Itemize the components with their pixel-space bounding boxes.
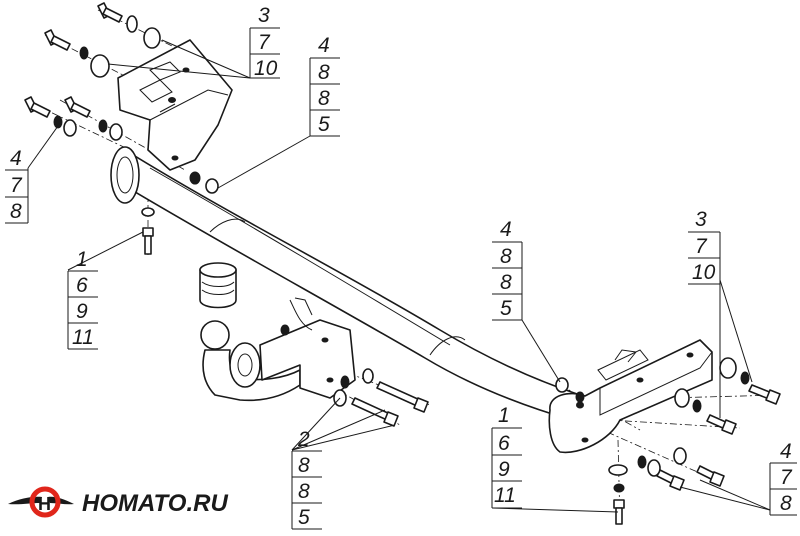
callout-c9: 4 7 8 (769, 440, 797, 516)
callout-c8-n1: 6 (498, 432, 510, 455)
callout-c9-n0: 4 (780, 440, 792, 463)
callout-c8-n0: 1 (498, 404, 510, 427)
callout-c3: 4 7 8 (5, 147, 29, 224)
logo-ring (29, 486, 61, 518)
callout-c7-n0: 2 (297, 428, 310, 451)
callout-c2-n1: 8 (318, 61, 330, 84)
bolt-right-3 (696, 465, 725, 487)
callout-c8-n2: 9 (498, 458, 510, 481)
callout-c5-n1: 8 (500, 245, 512, 268)
callout-c4-n1: 6 (76, 274, 88, 297)
bolt-left-vertical (142, 227, 154, 255)
callout-c7-n1: 8 (298, 454, 310, 477)
callout-c2-n0: 4 (318, 34, 330, 57)
callout-c3-n0: 4 (10, 147, 22, 170)
callout-c2-n3: 5 (318, 113, 330, 136)
callout-c5: 4 8 8 5 (492, 218, 523, 321)
callout-c6-n1: 7 (695, 235, 708, 258)
callout-c8-n3: 11 (494, 484, 516, 507)
left-bracket (110, 39, 233, 204)
callout-c6-n2: 10 (692, 261, 716, 284)
callout-c2-n2: 8 (318, 87, 330, 110)
callout-c7: 2 8 8 5 (291, 428, 322, 530)
callout-c4-n3: 11 (72, 326, 94, 349)
tow-ball-arm (199, 262, 356, 402)
bolt-right-2 (706, 414, 737, 435)
callout-c7-n3: 5 (298, 506, 310, 529)
logo-right-wing (48, 496, 74, 505)
logo-mark: H (38, 494, 51, 514)
bolt-right-1 (748, 384, 781, 405)
callout-c6-n0: 3 (695, 208, 707, 231)
callout-c5-n0: 4 (500, 218, 512, 241)
bolt-arm-1 (376, 381, 429, 413)
bolt-right-vertical (613, 499, 625, 525)
homato-logo: H HOMATO.RU (8, 486, 228, 518)
callout-c4-n0: 1 (76, 248, 88, 271)
callout-c7-n2: 8 (298, 480, 310, 503)
callout-c1-n1: 7 (258, 31, 271, 54)
callout-c6: 3 7 10 (688, 208, 721, 285)
callout-c1: 3 7 10 (249, 4, 280, 80)
bolt-top-left-1 (97, 2, 123, 23)
bolt-left-2 (64, 96, 91, 118)
bolts (24, 2, 781, 525)
washers-nuts (53, 15, 750, 493)
callout-c5-n2: 8 (500, 271, 512, 294)
bolt-right-4 (656, 469, 685, 491)
callout-c5-n3: 5 (500, 297, 512, 320)
logo-left-wing (8, 496, 42, 505)
logo-text: HOMATO.RU (82, 490, 228, 517)
bolt-arm-2 (351, 397, 399, 427)
leader-lines (27, 39, 771, 513)
callout-c4: 1 6 9 11 (67, 248, 98, 350)
callout-c2: 4 8 8 5 (309, 34, 340, 137)
callout-c1-n2: 10 (254, 57, 278, 80)
callout-c3-n2: 8 (10, 200, 22, 223)
callout-c8: 1 6 9 11 (491, 404, 522, 509)
bolt-left-1 (24, 96, 51, 118)
callout-c9-n1: 7 (780, 466, 793, 489)
right-bracket (548, 339, 713, 454)
callout-c1-n0: 3 (258, 4, 270, 27)
callout-c4-n2: 9 (76, 300, 88, 323)
bolt-top-left-2 (44, 29, 71, 51)
callout-c9-n2: 8 (780, 492, 792, 515)
callout-c3-n1: 7 (10, 174, 23, 197)
